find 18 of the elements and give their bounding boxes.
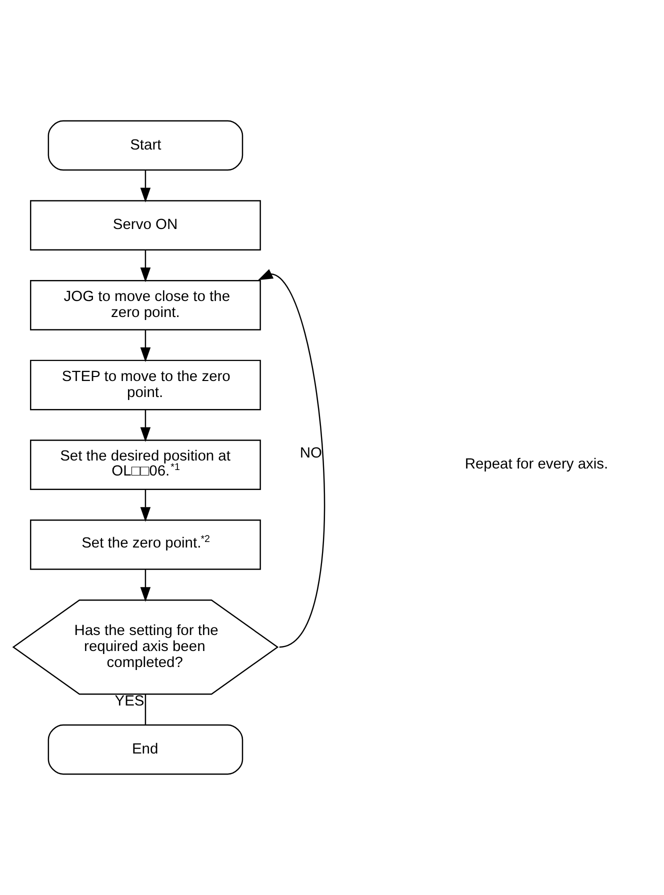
arrow — [140, 170, 151, 202]
arrow — [140, 250, 151, 282]
arrow — [140, 570, 151, 602]
node-box: STEP to move to the zero point. — [30, 360, 261, 410]
node-box: End — [48, 724, 244, 775]
arrow — [140, 490, 151, 522]
connector — [144, 694, 146, 724]
node-box: Set the desired position at OL□□06.$^{*1}$ — [30, 440, 261, 490]
node-box: Set the zero point.$^{*2}$ — [30, 520, 261, 570]
edge-label: YES — [114, 694, 144, 710]
arrow — [140, 410, 151, 442]
arrow — [258, 269, 326, 648]
node-box: JOG to move close to the zero point. — [30, 280, 261, 330]
arrow — [140, 330, 151, 362]
node-box: Start — [48, 120, 244, 171]
label: Repeat for every axis. — [464, 456, 608, 473]
node-box: Servo ON — [30, 200, 261, 250]
edge-label: NO — [300, 445, 322, 462]
